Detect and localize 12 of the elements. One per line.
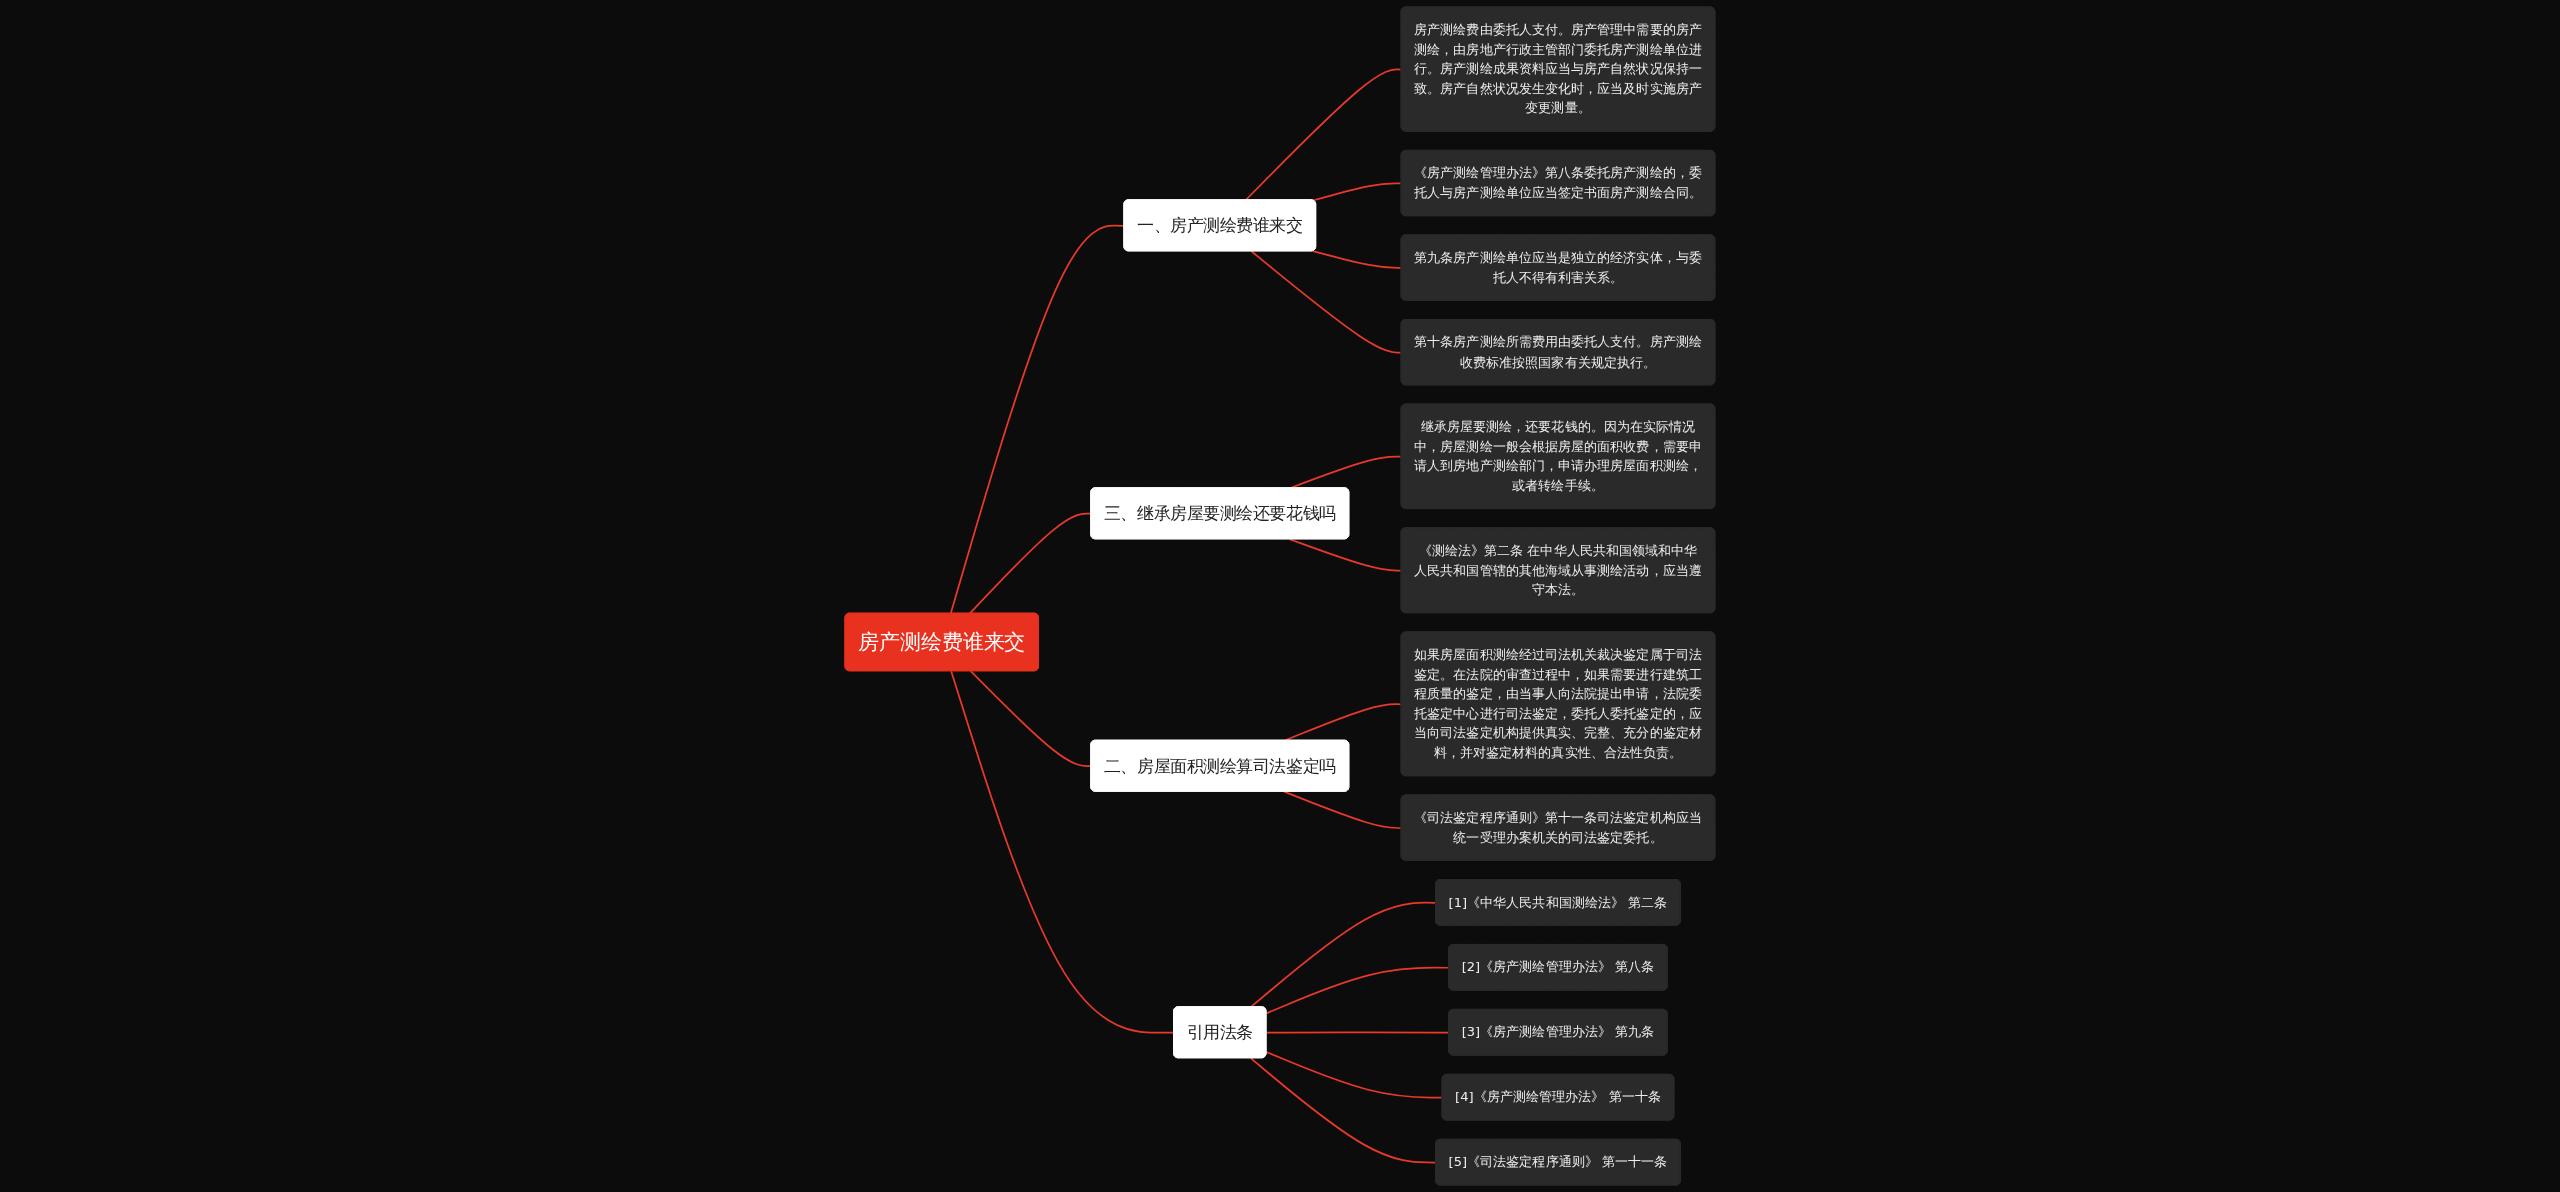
- connector: [1250, 250, 1403, 354]
- connector: [1288, 538, 1403, 572]
- connector: [1283, 790, 1403, 829]
- connector: [1312, 182, 1403, 202]
- connector: [950, 670, 1175, 1034]
- connector: [1265, 1031, 1450, 1034]
- connector: [1265, 966, 1450, 1015]
- connector: [1244, 68, 1403, 202]
- connector: [1249, 1057, 1437, 1164]
- connector: [1265, 1051, 1444, 1099]
- connector: [1283, 703, 1403, 742]
- connector: [1312, 250, 1403, 269]
